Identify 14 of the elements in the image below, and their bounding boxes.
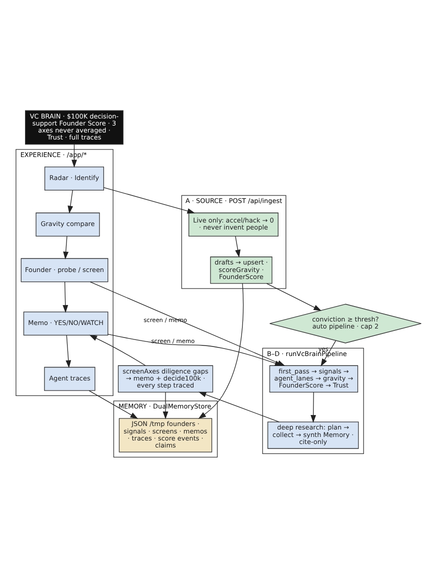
arrow — [198, 283, 244, 419]
arrow — [235, 236, 240, 258]
arrow — [108, 334, 283, 366]
arrow — [89, 334, 146, 366]
arrow — [266, 283, 322, 311]
arrow — [88, 390, 138, 419]
arrow — [103, 187, 196, 214]
arrow — [162, 392, 168, 420]
arrow — [62, 282, 68, 313]
arrow — [68, 190, 74, 214]
arrow — [63, 236, 69, 260]
arrow — [198, 392, 280, 422]
arrow — [66, 335, 72, 368]
arrow — [310, 392, 316, 423]
